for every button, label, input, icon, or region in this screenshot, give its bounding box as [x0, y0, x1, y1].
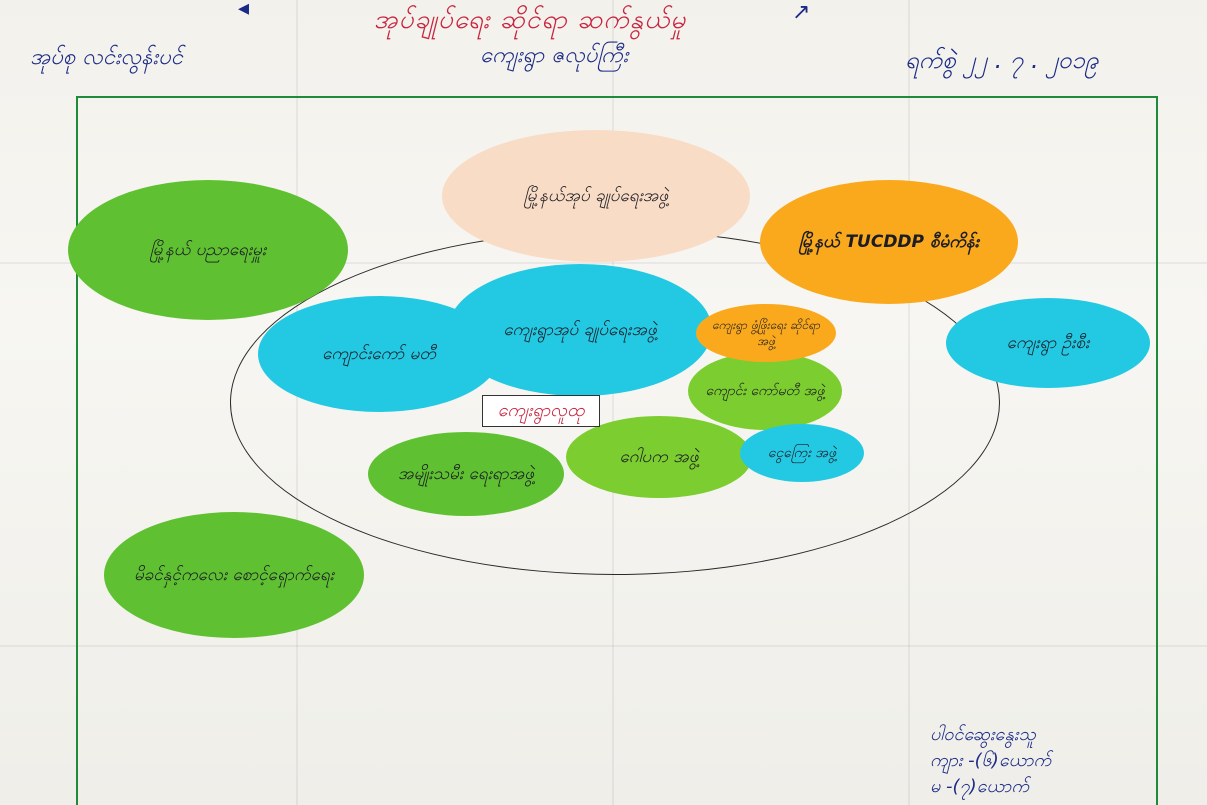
node-label: မြို့နယ် TUCDDP စီမံကိန်း	[799, 231, 979, 252]
node-district-admin: မြို့နယ်အုပ် ချုပ်ရေးအဖွဲ့	[442, 130, 750, 262]
node-label: မြို့နယ် ပညာရေးမှူး	[149, 239, 267, 260]
node-label: အမျိုးသမီး ရေးရာအဖွဲ့	[397, 463, 534, 484]
poster-frame	[76, 96, 1158, 805]
participants-female: မ -(၇)ယောက်	[930, 776, 1029, 798]
village-label: ကျေးရွာ ဇလုပ်ကြီး	[480, 43, 629, 68]
participants-male: ကျား -(၆)ယောက်	[930, 750, 1052, 772]
node-label: ကျေးရွာ ဖွံ့ဖြိုးရေး ဆိုင်ရာအဖွဲ့	[712, 317, 820, 348]
node-elder: ကျေးရွာ ဦးစီး	[946, 298, 1150, 388]
node-label: မိခင်နှင့်ကလေး စောင့်ရှောက်ရေး	[134, 564, 334, 585]
node-school-committee: ကျောင်း ကော်မတီ အဖွဲ့	[688, 352, 842, 430]
node-label: ကျေးရွာ ဦးစီး	[1006, 332, 1090, 353]
node-village-admin: ကျေးရွာအုပ် ချုပ်ရေးအဖွဲ့	[448, 264, 712, 396]
node-district-education: မြို့နယ် ပညာရေးမှူး	[68, 180, 348, 320]
paper-fold	[0, 645, 1207, 647]
participants-note: ပါဝင်ဆွေးနွေးသူ ကျား -(၆)ယောက် မ -(၇)ယော…	[930, 722, 1200, 800]
node-mother-child: မိခင်နှင့်ကလေး စောင့်ရှောက်ရေး	[104, 512, 364, 638]
pen-mark: ↗	[792, 0, 811, 25]
node-health: ငွေကြေး အဖွဲ့	[740, 424, 864, 482]
pen-mark: ◂	[238, 0, 250, 21]
node-label: ကျောင်း ကော်မတီ အဖွဲ့	[705, 382, 825, 399]
center-label-community: ကျေးရွာလူထု	[482, 395, 600, 427]
node-label: ဂေါပက အဖွဲ့	[619, 446, 699, 467]
node-label: မြို့နယ်အုပ် ချုပ်ရေးအဖွဲ့	[523, 185, 669, 206]
node-women: အမျိုးသမီး ရေးရာအဖွဲ့	[368, 432, 564, 516]
node-label: ကျေးရွာအုပ် ချုပ်ရေးအဖွဲ့	[503, 319, 657, 340]
node-label: ငွေကြေး အဖွဲ့	[767, 444, 837, 461]
node-tucddp: မြို့နယ် TUCDDP စီမံကိန်း	[760, 180, 1018, 304]
node-youth: ဂေါပက အဖွဲ့	[566, 416, 752, 498]
node-village-dev: ကျေးရွာ ဖွံ့ဖြိုးရေး ဆိုင်ရာအဖွဲ့	[696, 304, 836, 362]
chart-title: အုပ်ချုပ်ရေး ဆိုင်ရာ ဆက်နွယ်မှု	[373, 5, 687, 35]
participants-heading: ပါဝင်ဆွေးနွေးသူ	[930, 724, 1036, 745]
township-label: အုပ်စု လင်းလွန်းပင်	[30, 45, 183, 70]
node-label: ကျောင်းကော် မတီ	[322, 343, 436, 364]
date-label: ရက်စွဲ ၂၂ . ၇ . ၂၀၁၉	[905, 46, 1099, 74]
